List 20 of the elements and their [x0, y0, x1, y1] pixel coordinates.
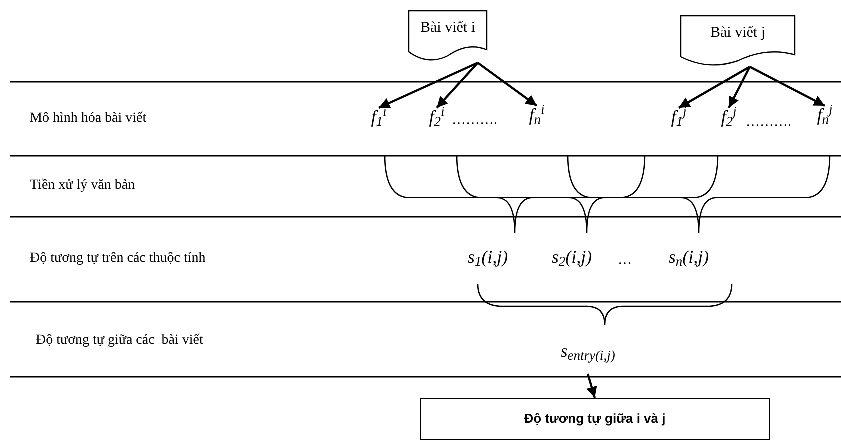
node-label: Bài viết j — [710, 24, 766, 43]
row-label: … — [618, 252, 632, 270]
row-label: Tiền xử lý văn bản — [30, 177, 136, 195]
math-symbol: s$_{1}$(i,j) — [468, 248, 508, 266]
row-label: Độ tương tự trên các thuộc tính — [30, 250, 206, 268]
arrow — [378, 62, 478, 109]
node-label: Bài viết i — [420, 18, 476, 38]
arrow — [750, 66, 826, 107]
arrow — [436, 62, 479, 109]
math-symbol: s$_{n}$(i,j) — [668, 248, 710, 266]
arrow — [586, 374, 598, 398]
row-label: ………. — [452, 112, 498, 130]
row-label: ………. — [746, 114, 792, 132]
arrow — [678, 66, 751, 109]
row-label: Mô hình hóa bài viết — [30, 110, 147, 128]
math-symbol: s$_{2}$(i,j) — [552, 248, 592, 266]
arrow — [477, 62, 538, 107]
row-label: Độ tương tự giữa các bài viết — [36, 332, 204, 350]
result-box: Độ tương tự giữa i và j — [420, 398, 770, 440]
arrow — [728, 66, 751, 108]
